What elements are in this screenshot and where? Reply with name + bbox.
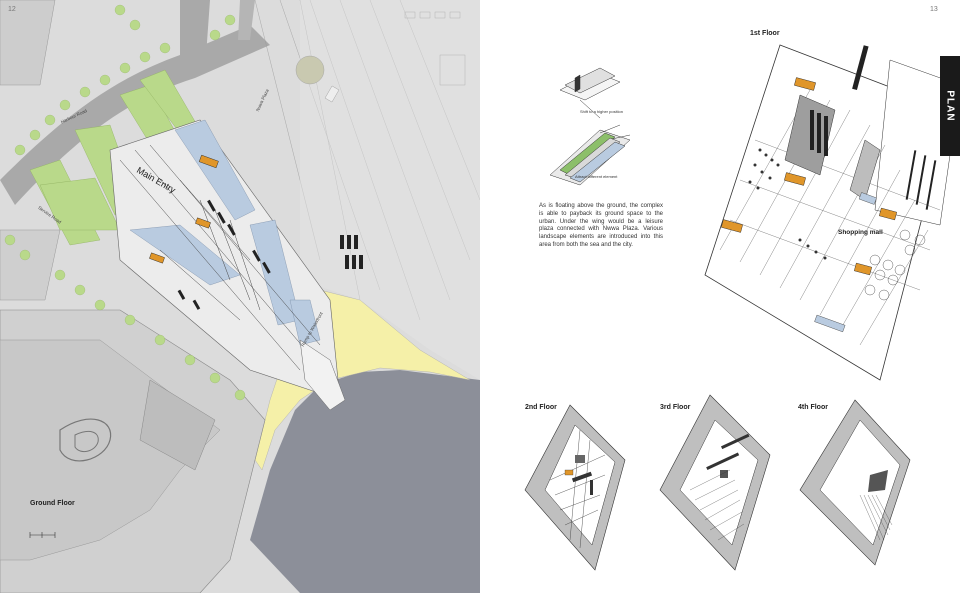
water-features xyxy=(129,119,321,346)
right-page-number: 13 xyxy=(930,6,938,13)
site-plan-drawing xyxy=(0,0,480,593)
floor-plans-drawing xyxy=(524,44,960,571)
concept-diagram xyxy=(549,67,631,186)
site-plan-page: 12 Main Entry Ground Floor Nuwa Plaza Ra… xyxy=(0,0,480,593)
structure-marks xyxy=(177,199,363,310)
plan-section-tab: PLAN xyxy=(940,56,960,156)
orange-accents xyxy=(149,154,219,264)
second-floor-label: 2nd Floor xyxy=(525,404,557,411)
sea-area xyxy=(250,370,480,593)
plan-page: 13 PLAN 1st Floor 2nd Floor 3rd Floor 4t… xyxy=(480,0,960,593)
left-page-number: 12 xyxy=(8,6,16,13)
first-floor-plan xyxy=(704,44,960,381)
fourth-floor-label: 4th Floor xyxy=(798,404,828,411)
plan-tab-label: PLAN xyxy=(944,90,956,122)
first-floor-label: 1st Floor xyxy=(750,30,780,37)
shopping-mall-label: Shopping mall xyxy=(838,229,883,236)
diagram-caption-attract: Attract different element xyxy=(575,174,618,179)
description-text: As is floating above the ground, the com… xyxy=(539,203,663,248)
third-floor-label: 3rd Floor xyxy=(660,404,691,411)
diagram-caption-shift: Shift to a higher position xyxy=(580,109,623,114)
third-floor-plan xyxy=(659,394,771,571)
trees xyxy=(4,4,246,401)
second-floor-plan xyxy=(524,404,626,571)
ground-floor-label: Ground Floor xyxy=(30,500,75,507)
fourth-floor-plan xyxy=(799,399,911,566)
